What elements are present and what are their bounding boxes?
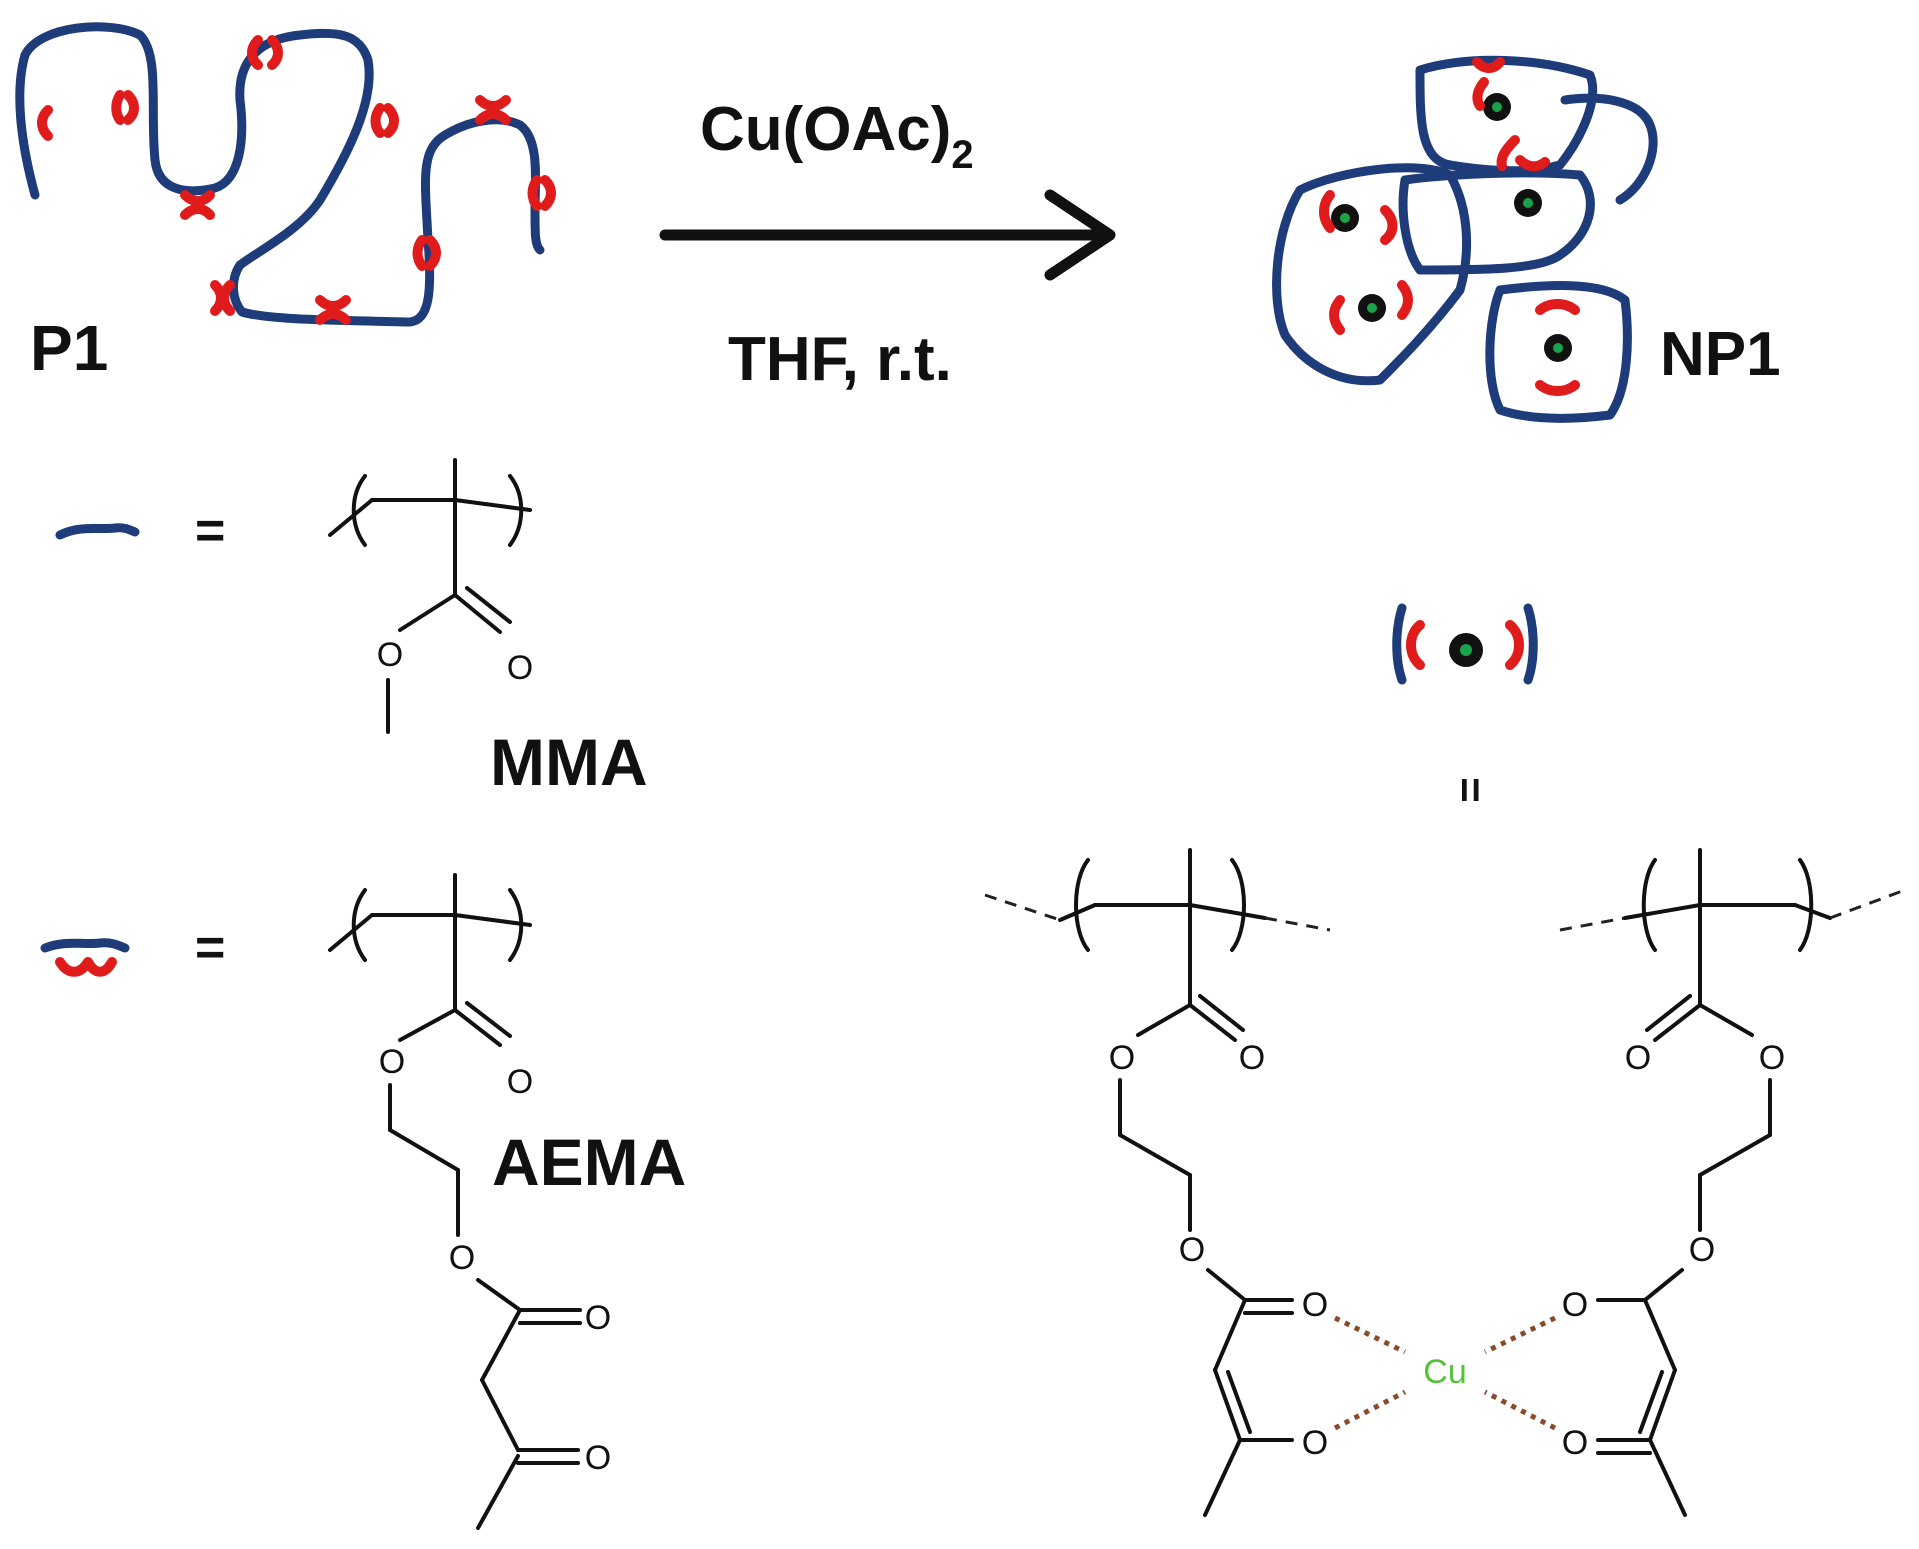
conditions-label: THF, r.t. [728,325,952,394]
complex-legend-symbol [1392,603,1538,685]
cu-complex-structure [984,848,1906,1517]
aema-structure [328,873,582,1530]
mma-label: MMA [490,725,648,799]
copper-atom-label: Cu [1423,1353,1466,1391]
reagent-label: Cu(OAc)2 [700,95,974,177]
mma-structure [328,458,532,734]
aema-legend-symbol [40,938,130,977]
complex-right-carbonyl-oxygen: O [1625,1039,1651,1077]
mma-ester-oxygen: O [377,636,403,674]
metal-centers [1331,93,1572,362]
aema-ether-oxygen: O [449,1239,475,1277]
mma-equals: = [195,502,225,560]
aema-ester-oxygen: O [379,1043,405,1081]
p1-polymer-coil [15,22,556,327]
complex-left-ether-oxygen: O [1179,1231,1205,1269]
complex-right-ether-oxygen: O [1689,1231,1715,1269]
np1-nanoparticle [1272,55,1658,423]
complex-left-upper-oxygen: O [1302,1286,1328,1324]
complex-left-carbonyl-oxygen: O [1239,1039,1265,1077]
complex-right-upper-oxygen: O [1562,1286,1588,1324]
reaction-arrow [659,189,1116,281]
aema-carbonyl-oxygen: O [507,1063,533,1101]
aema-ketone-oxygen: O [585,1439,611,1477]
complex-left-lower-oxygen: O [1302,1424,1328,1462]
complex-left-ester-oxygen: O [1109,1039,1135,1077]
np1-ligand-markers [1319,57,1580,396]
mma-legend-symbol [55,523,140,540]
complex-right-ester-oxygen: O [1759,1039,1785,1077]
mma-carbonyl-oxygen: O [507,649,533,687]
complex-right-lower-oxygen: O [1562,1424,1588,1462]
complex-equals: = [1446,777,1495,803]
p1-label: P1 [30,312,108,384]
aema-label: AEMA [492,1125,686,1199]
aema-equals: = [195,919,225,977]
aema-ketoester-oxygen: O [585,1299,611,1337]
ligand-markers [37,35,556,325]
np1-label: NP1 [1660,320,1781,389]
